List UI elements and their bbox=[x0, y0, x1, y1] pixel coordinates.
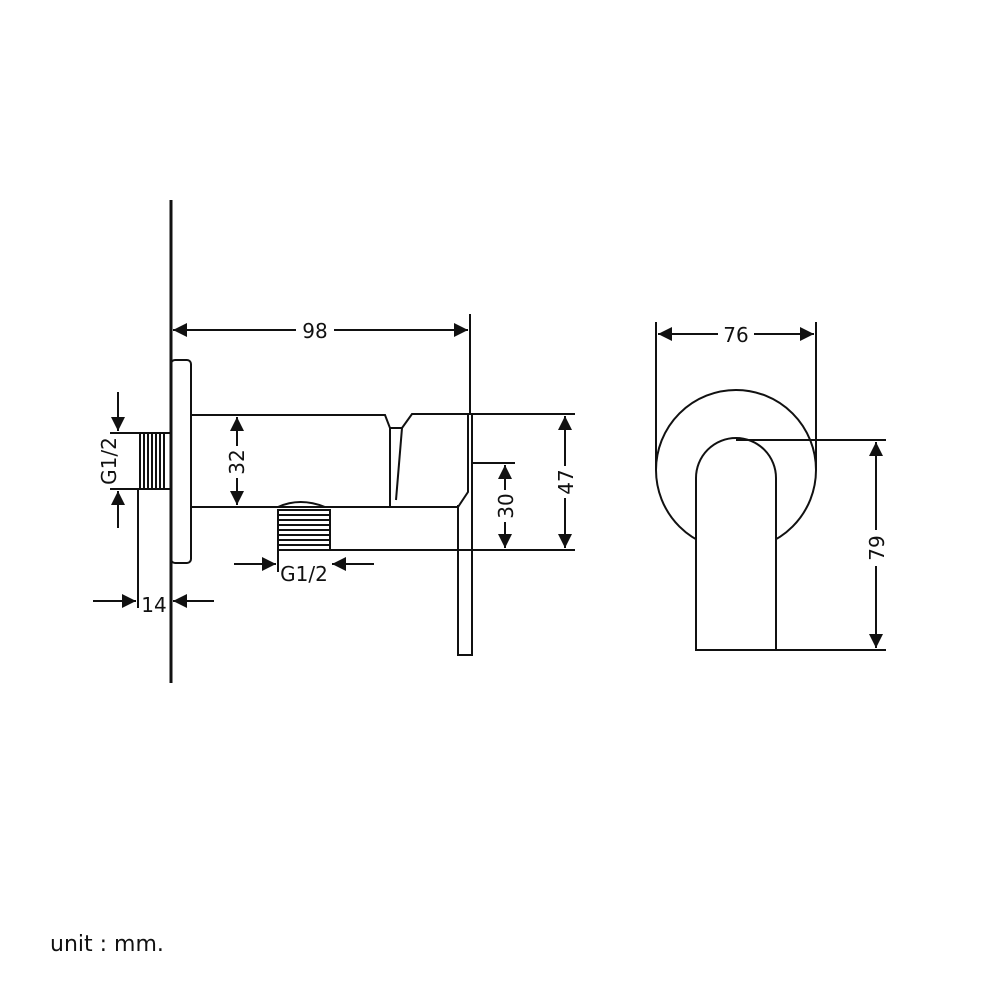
handle-hub bbox=[390, 413, 469, 508]
dim-98-label: 98 bbox=[302, 319, 327, 343]
valve-body bbox=[191, 414, 391, 508]
unit-note: unit : mm. bbox=[50, 932, 164, 957]
dim-inlet-thread-label: G1/2 bbox=[97, 437, 121, 485]
side-flange bbox=[170, 359, 192, 564]
dim-76-label: 76 bbox=[723, 323, 748, 347]
dim-14-label: 14 bbox=[141, 593, 166, 617]
lever-handle bbox=[457, 413, 473, 656]
dim-30-label: 30 bbox=[494, 493, 518, 518]
outlet-thread bbox=[277, 501, 331, 551]
dim-79-label: 79 bbox=[865, 535, 889, 560]
inlet-thread bbox=[139, 432, 172, 490]
front-handle bbox=[695, 437, 777, 651]
dim-47-label: 47 bbox=[554, 469, 578, 494]
dim-32-label: 32 bbox=[225, 449, 249, 474]
dim-outlet-thread-label: G1/2 bbox=[280, 562, 328, 586]
